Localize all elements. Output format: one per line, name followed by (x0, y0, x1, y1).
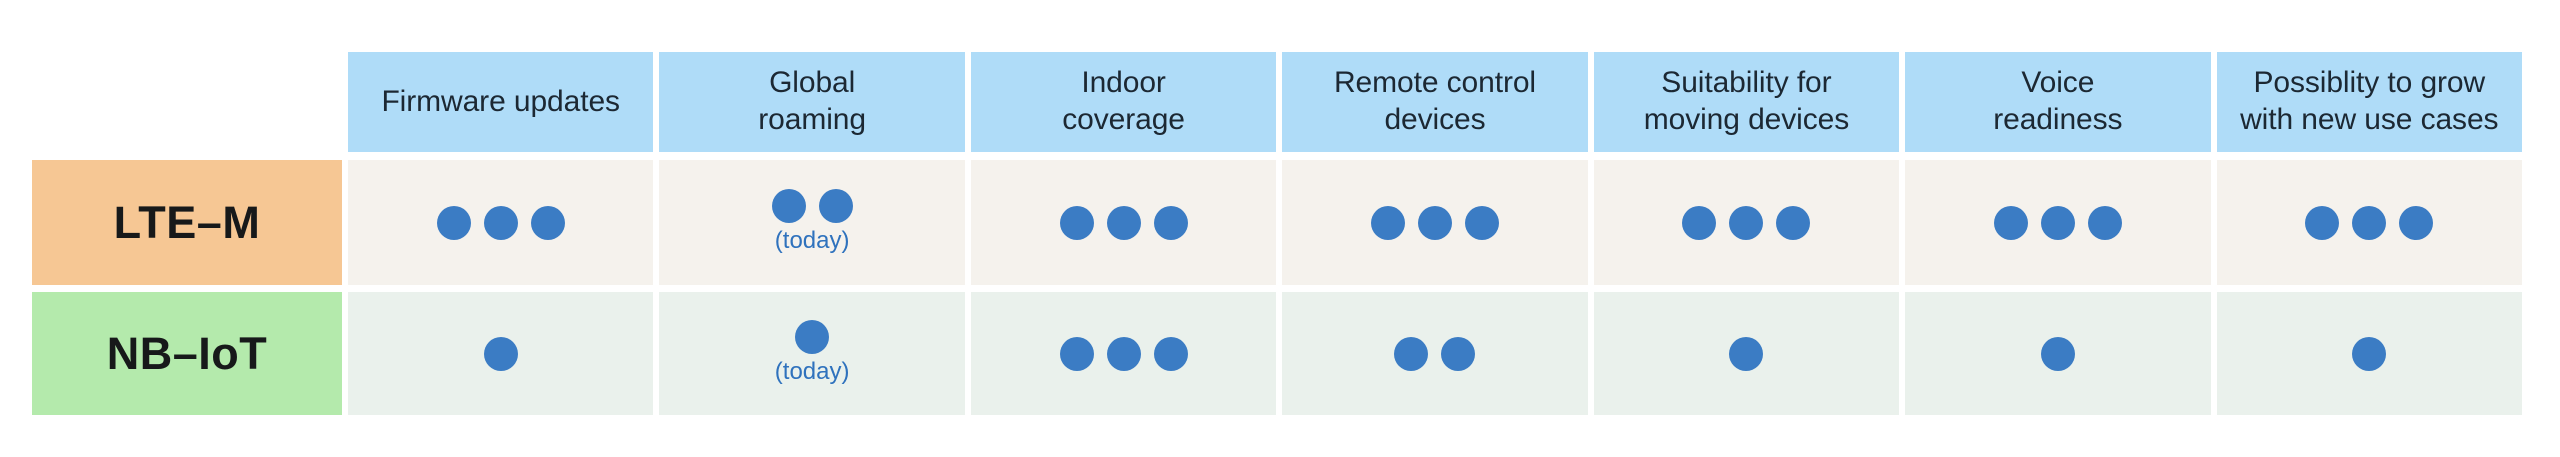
rating-dot-icon (2087, 205, 2122, 240)
rating-dot-icon (1729, 205, 1764, 240)
table-grid: Firmware updates Global roaming Indoor c… (32, 52, 2522, 415)
cell-nb-iot-possiblity-to-grow[interactable] (2216, 292, 2522, 415)
column-header-line-2: readiness (1993, 103, 2123, 136)
row-header-label: LTE–M (113, 196, 261, 248)
rating-dot-icon (1993, 205, 2028, 240)
rating-dots (2352, 336, 2387, 371)
column-header-indoor-coverage[interactable]: Indoor coverage (970, 52, 1277, 152)
column-header-label: Firmware updates (381, 84, 620, 121)
column-header-label: Global roaming (758, 65, 866, 138)
column-header-line-1: Suitability for (1661, 66, 1832, 100)
rating-dots (2040, 336, 2075, 371)
rating-dots (1993, 205, 2122, 240)
cell-lte-m-remote-control-devices[interactable] (1282, 160, 1588, 285)
rating-dot-icon (1153, 205, 1188, 240)
column-header-label: Voice readiness (1993, 65, 2122, 138)
column-header-line-2: coverage (1062, 103, 1185, 136)
column-header-line-2: devices (1384, 103, 1486, 136)
column-header-line-1: Voice (2021, 66, 2095, 100)
rating-dot-icon (795, 319, 830, 354)
header-row-spacer (32, 152, 2522, 160)
column-header-line-1: Indoor (1081, 66, 1166, 100)
rating-dot-icon (1729, 336, 1764, 371)
data-row-spacer (32, 285, 2522, 292)
rating-dot-icon (2352, 336, 2387, 371)
today-annotation: (today) (774, 226, 850, 254)
cell-nb-iot-voice-readiness[interactable] (1905, 292, 2211, 415)
rating-dot-icon (1370, 205, 1405, 240)
rating-dots (1059, 205, 1188, 240)
rating-dot-icon (2040, 336, 2075, 371)
column-header-possiblity-to-grow[interactable]: Possiblity to grow with new use cases (2216, 52, 2522, 152)
row-header-lte-m[interactable]: LTE–M (32, 160, 342, 285)
rating-dot-icon (1464, 205, 1499, 240)
cell-nb-iot-firmware-updates[interactable] (348, 292, 654, 415)
rating-dot-icon (1682, 205, 1717, 240)
rating-dot-icon (436, 205, 471, 240)
rating-dot-icon (530, 205, 565, 240)
column-header-label: Suitability for moving devices (1644, 65, 1849, 138)
rating-dots (1729, 336, 1764, 371)
cell-nb-iot-global-roaming[interactable]: (today) (659, 292, 965, 415)
column-header-line-1: Remote control (1333, 66, 1536, 100)
column-header-line-2: moving devices (1643, 103, 1850, 136)
rating-dots (2305, 205, 2434, 240)
rating-dot-icon (1776, 205, 1811, 240)
rating-dot-icon (1106, 205, 1141, 240)
cell-lte-m-indoor-coverage[interactable] (970, 160, 1277, 285)
rating-dots (771, 188, 853, 223)
rating-dot-icon (1059, 205, 1094, 240)
rating-dots (1682, 205, 1811, 240)
column-header-remote-control-devices[interactable]: Remote control devices (1282, 52, 1588, 152)
column-header-label: Remote control devices (1334, 65, 1536, 138)
rating-dot-icon (1394, 336, 1429, 371)
column-header-line-1: Possiblity to grow (2253, 66, 2486, 100)
rating-dot-icon (483, 336, 518, 371)
rating-dot-icon (1059, 336, 1094, 371)
rating-dots (1394, 336, 1476, 371)
row-header-nb-iot[interactable]: NB–IoT (32, 292, 342, 415)
rating-dot-icon (2352, 205, 2387, 240)
cell-nb-iot-indoor-coverage[interactable] (970, 292, 1277, 415)
column-header-firmware-updates[interactable]: Firmware updates (348, 52, 654, 152)
column-header-line-1: Firmware updates (381, 84, 620, 118)
row-header-label: NB–IoT (106, 327, 268, 379)
rating-dot-icon (1441, 336, 1476, 371)
column-header-label: Indoor coverage (1062, 65, 1185, 138)
column-header-voice-readiness[interactable]: Voice readiness (1905, 52, 2211, 152)
cell-lte-m-voice-readiness[interactable] (1905, 160, 2211, 285)
column-header-line-1: Global (769, 66, 856, 100)
cell-lte-m-global-roaming[interactable]: (today) (659, 160, 965, 285)
rating-dots (483, 336, 518, 371)
rating-dot-icon (2399, 205, 2434, 240)
rating-dot-icon (1417, 205, 1452, 240)
rating-dot-icon (1153, 336, 1188, 371)
column-header-suitability-moving-devices[interactable]: Suitability for moving devices (1593, 52, 1900, 152)
rating-dots (1059, 336, 1188, 371)
rating-dot-icon (2040, 205, 2075, 240)
cell-lte-m-firmware-updates[interactable] (348, 160, 654, 285)
column-header-line-2: roaming (758, 103, 866, 136)
column-header-label: Possiblity to grow with new use cases (2240, 65, 2498, 138)
rating-dot-icon (771, 188, 806, 223)
column-header-line-2: with new use cases (2240, 103, 2499, 136)
cell-lte-m-suitability-moving-devices[interactable] (1593, 160, 1900, 285)
cell-lte-m-possiblity-to-grow[interactable] (2216, 160, 2522, 285)
rating-dot-icon (818, 188, 853, 223)
column-header-global-roaming[interactable]: Global roaming (659, 52, 965, 152)
rating-dot-icon (2305, 205, 2340, 240)
table-corner-cell (32, 52, 342, 152)
rating-dot-icon (483, 205, 518, 240)
rating-dots (436, 205, 565, 240)
rating-dots (795, 319, 830, 354)
cell-nb-iot-suitability-moving-devices[interactable] (1593, 292, 1900, 415)
cell-nb-iot-remote-control-devices[interactable] (1282, 292, 1588, 415)
rating-dot-icon (1106, 336, 1141, 371)
rating-dots (1370, 205, 1499, 240)
today-annotation: (today) (774, 357, 850, 385)
